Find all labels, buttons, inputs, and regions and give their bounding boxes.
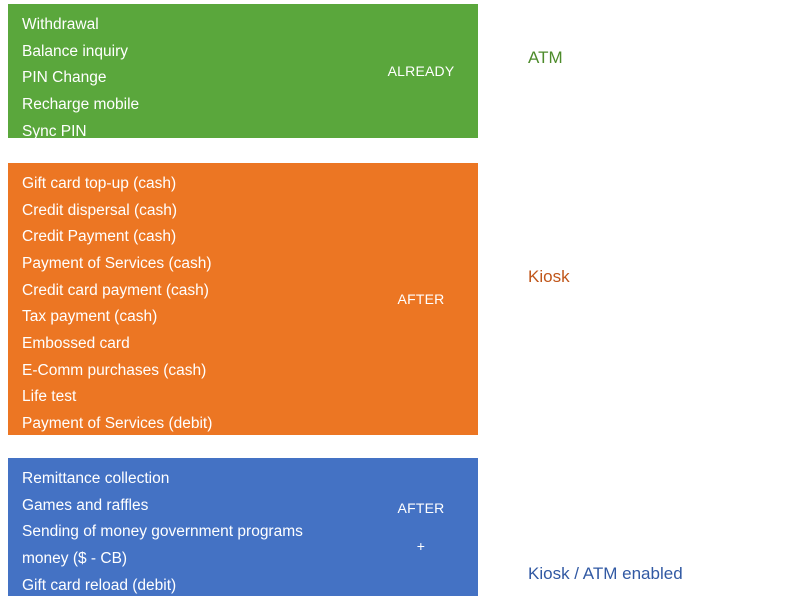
list-item: Withdrawal [22, 16, 99, 33]
band-atm-tag-label: ALREADY [387, 63, 455, 79]
band-kiosk-tag-label: AFTER [397, 291, 445, 307]
band-blue-tag: AFTER + [364, 458, 478, 596]
list-item: Sending of money government programs [22, 523, 303, 541]
list-item: Remittance collection [22, 470, 170, 487]
list-item: money ($ - CB) [22, 549, 128, 567]
band-blue: Remittance collection Games and raffles … [8, 458, 478, 596]
band-blue-items: Remittance collection Games and raffles … [8, 458, 364, 596]
list-item: Life test [22, 388, 77, 406]
band-kiosk: Gift card top-up (cash) Credit dispersal… [8, 163, 478, 435]
list-item: Games and raffles [22, 496, 149, 514]
band-kiosk-tag: AFTER [364, 163, 478, 435]
band-atm-items: Withdrawal Balance inquiry PIN Change Re… [8, 4, 364, 140]
list-item: Gift card top-up (cash) [22, 175, 177, 192]
list-item: Gift card reload (debit) [22, 576, 177, 594]
side-label-kiosk: Kiosk [528, 267, 570, 286]
list-item: E-Comm purchases (cash) [22, 361, 207, 379]
list-item: Sync PIN [22, 122, 87, 140]
list-item: Tax payment (cash) [22, 308, 158, 326]
list-item: Credit dispersal (cash) [22, 201, 178, 219]
list-item: PIN Change [22, 69, 107, 87]
list-item: Payment of Services (cash) [22, 254, 212, 272]
band-atm-tag: ALREADY [364, 4, 478, 138]
band-blue-tag-plus: + [416, 538, 426, 554]
band-atm: Withdrawal Balance inquiry PIN Change Re… [8, 4, 478, 140]
band-kiosk-items: Gift card top-up (cash) Credit dispersal… [8, 163, 364, 435]
list-item: Recharge mobile [22, 95, 140, 113]
list-item: Payment of Services (debit) [22, 414, 213, 432]
side-label-blue: Kiosk / ATM enabled [528, 564, 683, 583]
side-label-atm: ATM [528, 48, 563, 67]
list-item: Embossed card [22, 334, 130, 352]
band-blue-tag-label: AFTER [397, 500, 445, 516]
list-item: Balance inquiry [22, 42, 128, 60]
list-item: Credit card payment (cash) [22, 281, 209, 299]
list-item: Credit Payment (cash) [22, 228, 177, 246]
